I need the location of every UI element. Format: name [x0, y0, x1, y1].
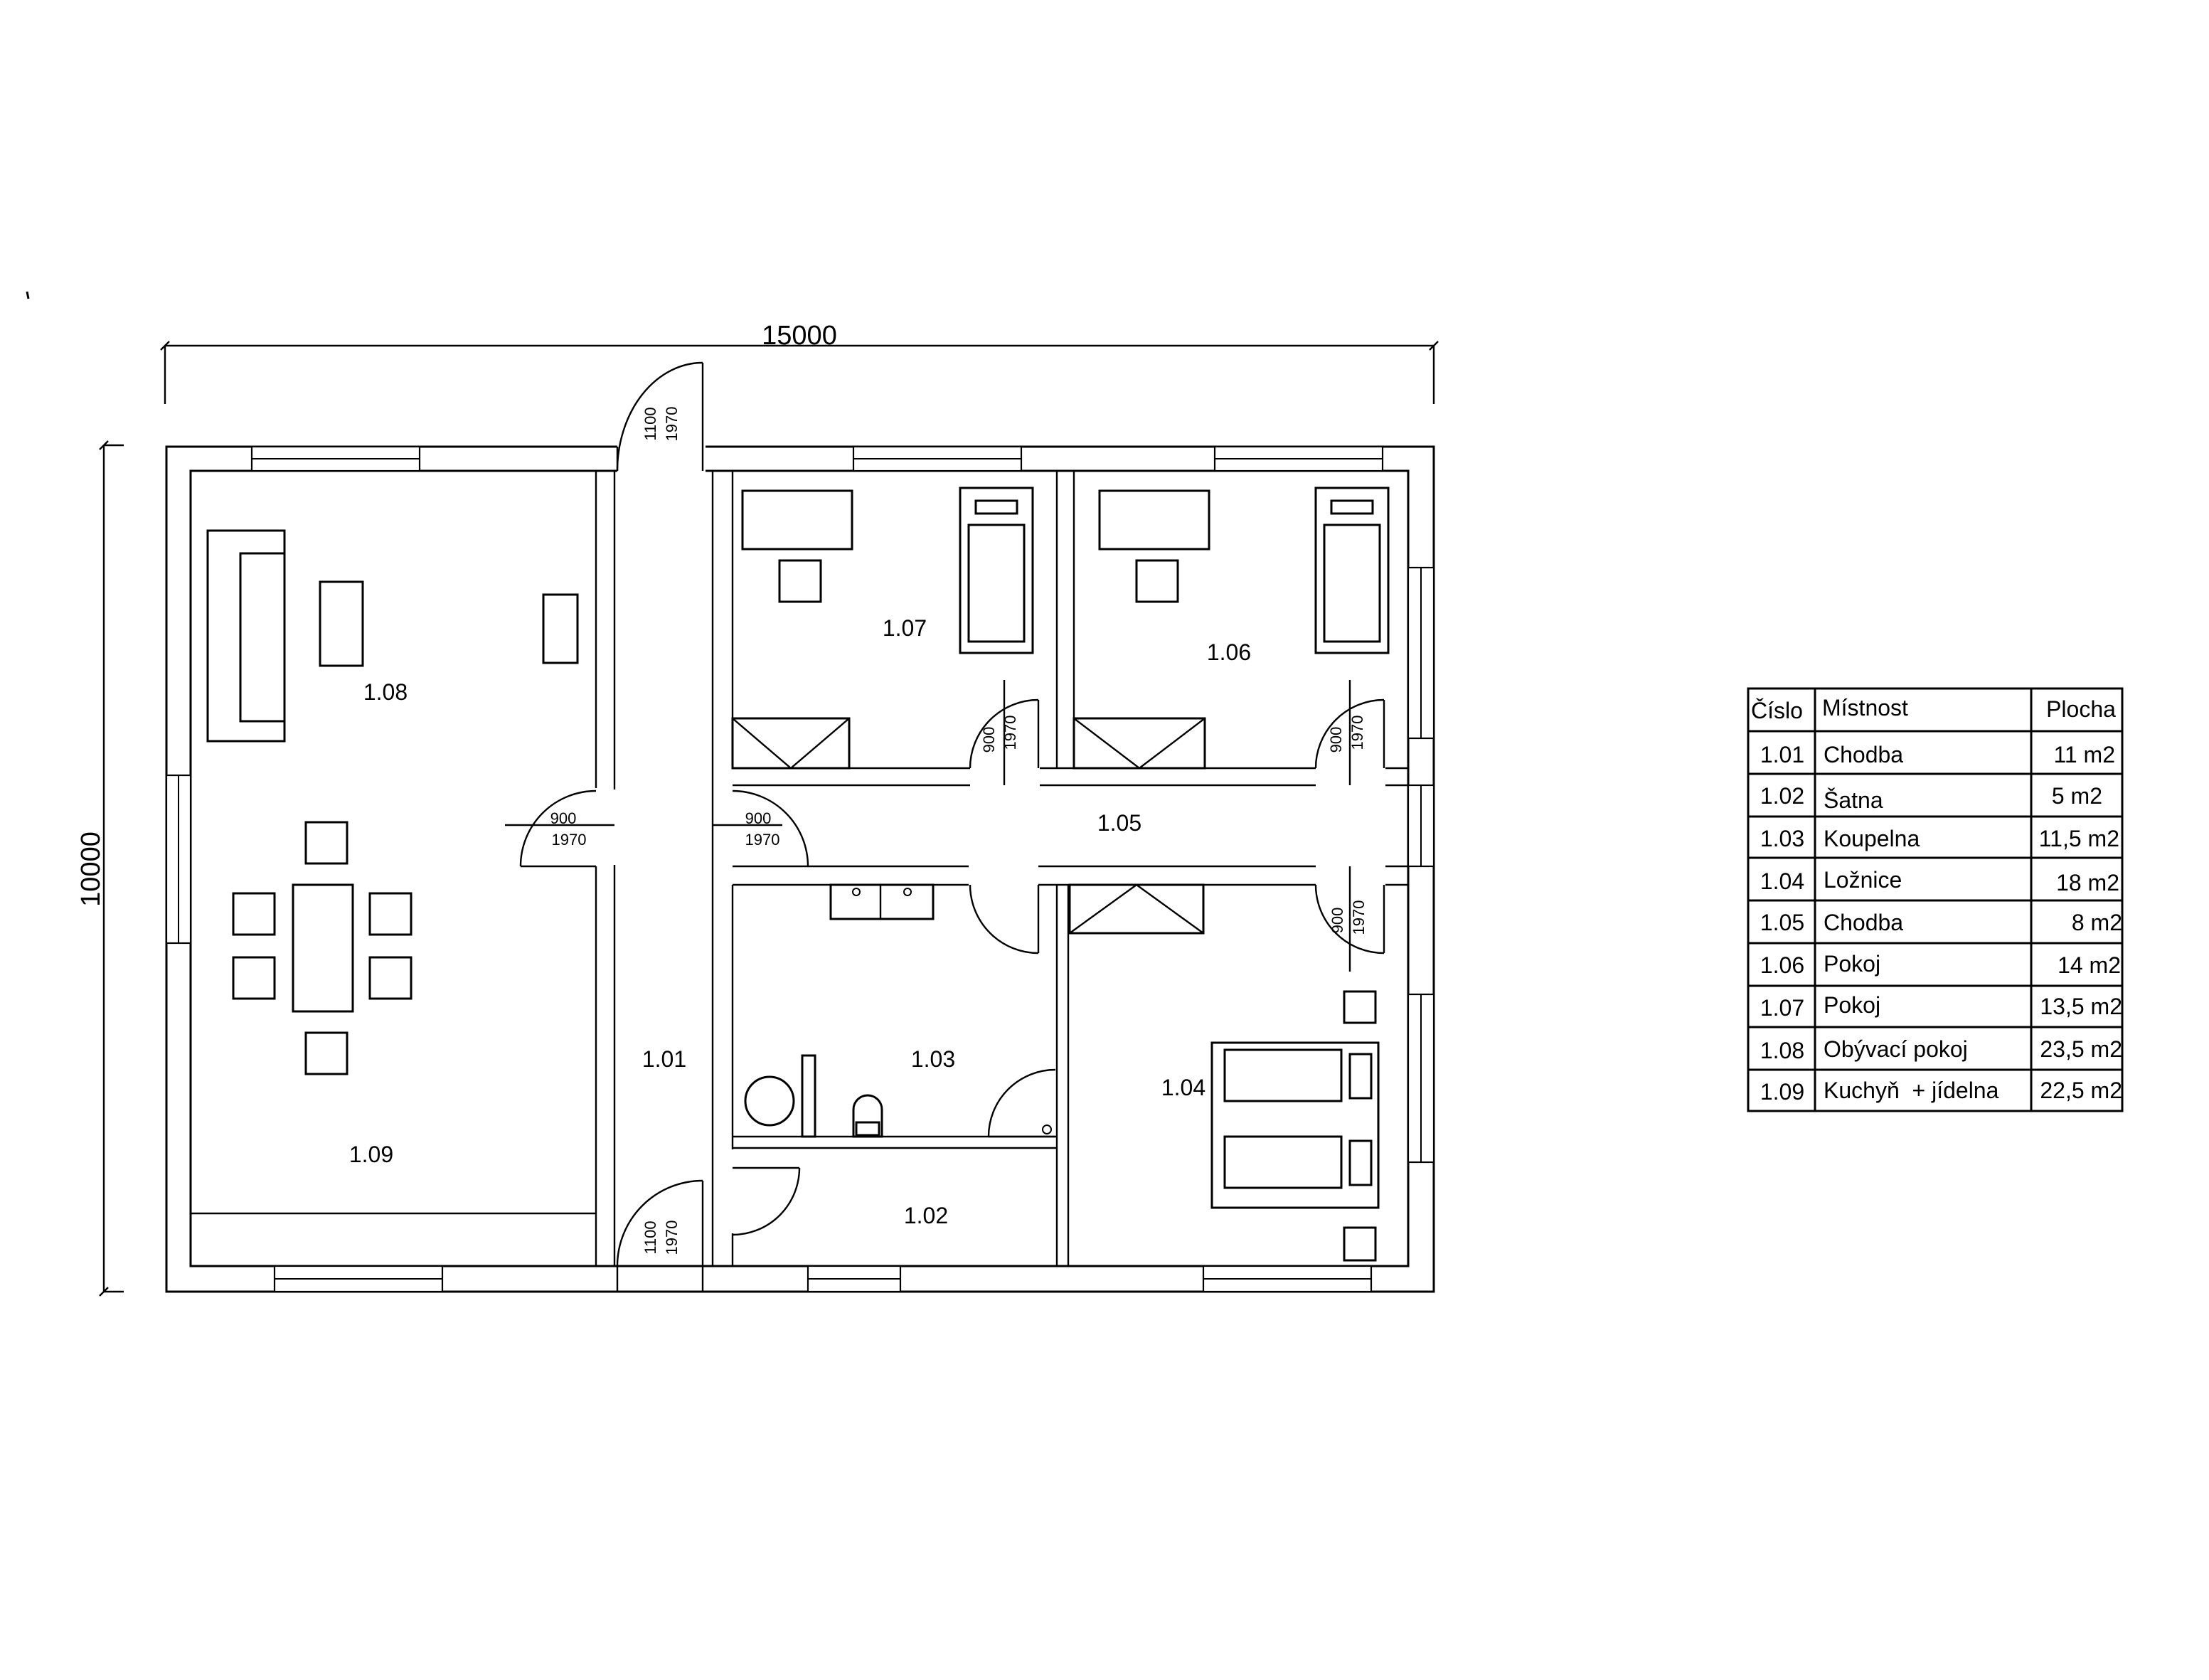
table-cell-room: Chodba [1824, 910, 1903, 935]
door-living-room-width: 900 [550, 809, 577, 827]
windows [165, 445, 1435, 1293]
door-living-room-height: 1970 [552, 831, 587, 849]
bathroom-fixtures [744, 883, 935, 1138]
table-cell-room: Pokoj [1824, 951, 1880, 977]
table-cell-area: 23,5 m2 [2040, 1036, 2122, 1062]
table-cell-room: Chodba [1824, 742, 1903, 767]
door-room-107-height: 1970 [1001, 716, 1019, 750]
door-entrance-south-width: 1100 [642, 1221, 659, 1254]
table-cell-area: 22,5 m2 [2040, 1078, 2122, 1103]
room-label-1-07: 1.07 [883, 615, 927, 641]
door-entrance-south: 1100 1970 [616, 1179, 704, 1292]
table-cell-number: 1.02 [1760, 783, 1804, 809]
door-entrance-north-width: 1100 [642, 407, 659, 440]
table-cell-number: 1.05 [1760, 910, 1804, 935]
door-bathroom-103 [969, 862, 1040, 955]
room-schedule-table: Číslo Místnost Plocha 1.01 Chodba 11 m2 … [1747, 687, 2124, 1112]
door-bedroom-104-height: 1970 [1350, 900, 1368, 935]
door-entrance-north-height: 1970 [663, 407, 681, 442]
table-cell-area: 5 m2 [2052, 783, 2102, 809]
room-label-1-03: 1.03 [911, 1046, 955, 1072]
door-bathroom-shower [987, 1068, 1056, 1138]
table-cell-number: 1.07 [1760, 995, 1804, 1021]
table-cell-number: 1.08 [1760, 1038, 1804, 1063]
table-header-area: Plocha [2046, 696, 2116, 722]
table-cell-area: 13,5 m2 [2040, 994, 2122, 1019]
tv-cabinet [542, 593, 579, 664]
coffee-table [319, 580, 364, 667]
room-106-furniture [1072, 487, 1390, 770]
door-corridor: 900 1970 [713, 787, 809, 867]
door-bedroom-104: 900 1970 [1314, 862, 1385, 972]
table-cell-number: 1.09 [1760, 1079, 1804, 1105]
dimension-vertical: 10000 [76, 440, 124, 1297]
table-cell-room: Koupelna [1824, 826, 1920, 851]
table-cell-area: 14 m2 [2058, 952, 2121, 978]
dimension-width-label: 15000 [762, 321, 837, 351]
stray-mark [26, 291, 30, 299]
table-cell-area: 11,5 m2 [2039, 826, 2119, 851]
table-cell-number: 1.03 [1760, 826, 1804, 851]
door-room-106-width: 900 [1327, 727, 1345, 753]
room-label-1-04: 1.04 [1161, 1075, 1205, 1100]
room-107-furniture [731, 487, 1034, 770]
dining-set [232, 821, 412, 1075]
room-label-1-06: 1.06 [1207, 639, 1251, 665]
room-label-1-05: 1.05 [1097, 810, 1141, 836]
room-label-1-08: 1.08 [363, 679, 408, 705]
room-label-1-01: 1.01 [642, 1046, 686, 1072]
sofa [206, 529, 286, 743]
door-dressing-102 [728, 1149, 801, 1236]
table-cell-room: Ložnice [1824, 867, 1902, 893]
dimension-height-label: 10000 [76, 831, 106, 907]
room-labels: 1.01 1.02 1.03 1.04 1.05 1.06 1.07 1.08 … [349, 615, 1251, 1228]
bedroom-104-furniture [1068, 883, 1380, 1262]
table-cell-area: 11 m2 [2053, 742, 2115, 767]
door-corridor-width: 900 [745, 809, 772, 827]
table-cell-room: Šatna [1824, 787, 1883, 813]
table-header-room: Místnost [1822, 695, 1908, 721]
door-entrance-south-height: 1970 [663, 1221, 681, 1255]
door-room-107: 900 1970 [969, 680, 1040, 790]
door-corridor-height: 1970 [745, 831, 780, 849]
table-header-number: Číslo [1751, 698, 1803, 723]
table-cell-room: Pokoj [1824, 992, 1880, 1018]
table-cell-number: 1.04 [1760, 868, 1804, 894]
room-label-1-02: 1.02 [904, 1203, 948, 1228]
door-room-107-width: 900 [980, 727, 998, 753]
table-cell-number: 1.06 [1760, 952, 1804, 978]
door-bedroom-104-width: 900 [1329, 908, 1346, 934]
dimension-horizontal: 15000 [160, 321, 1439, 404]
door-entrance-north: 1100 1970 [616, 361, 706, 474]
door-room-106: 900 1970 [1314, 680, 1385, 790]
door-living-room: 900 1970 [505, 790, 619, 868]
table-cell-room: Kuchyň + jídelna [1824, 1078, 1999, 1103]
table-cell-area: 8 m2 [2072, 910, 2122, 935]
room-label-1-09: 1.09 [349, 1142, 393, 1167]
door-room-106-height: 1970 [1348, 716, 1366, 750]
table-cell-number: 1.01 [1760, 742, 1804, 767]
table-cell-area: 18 m2 [2056, 870, 2119, 895]
table-cell-room: Obývací pokoj [1824, 1036, 1968, 1062]
